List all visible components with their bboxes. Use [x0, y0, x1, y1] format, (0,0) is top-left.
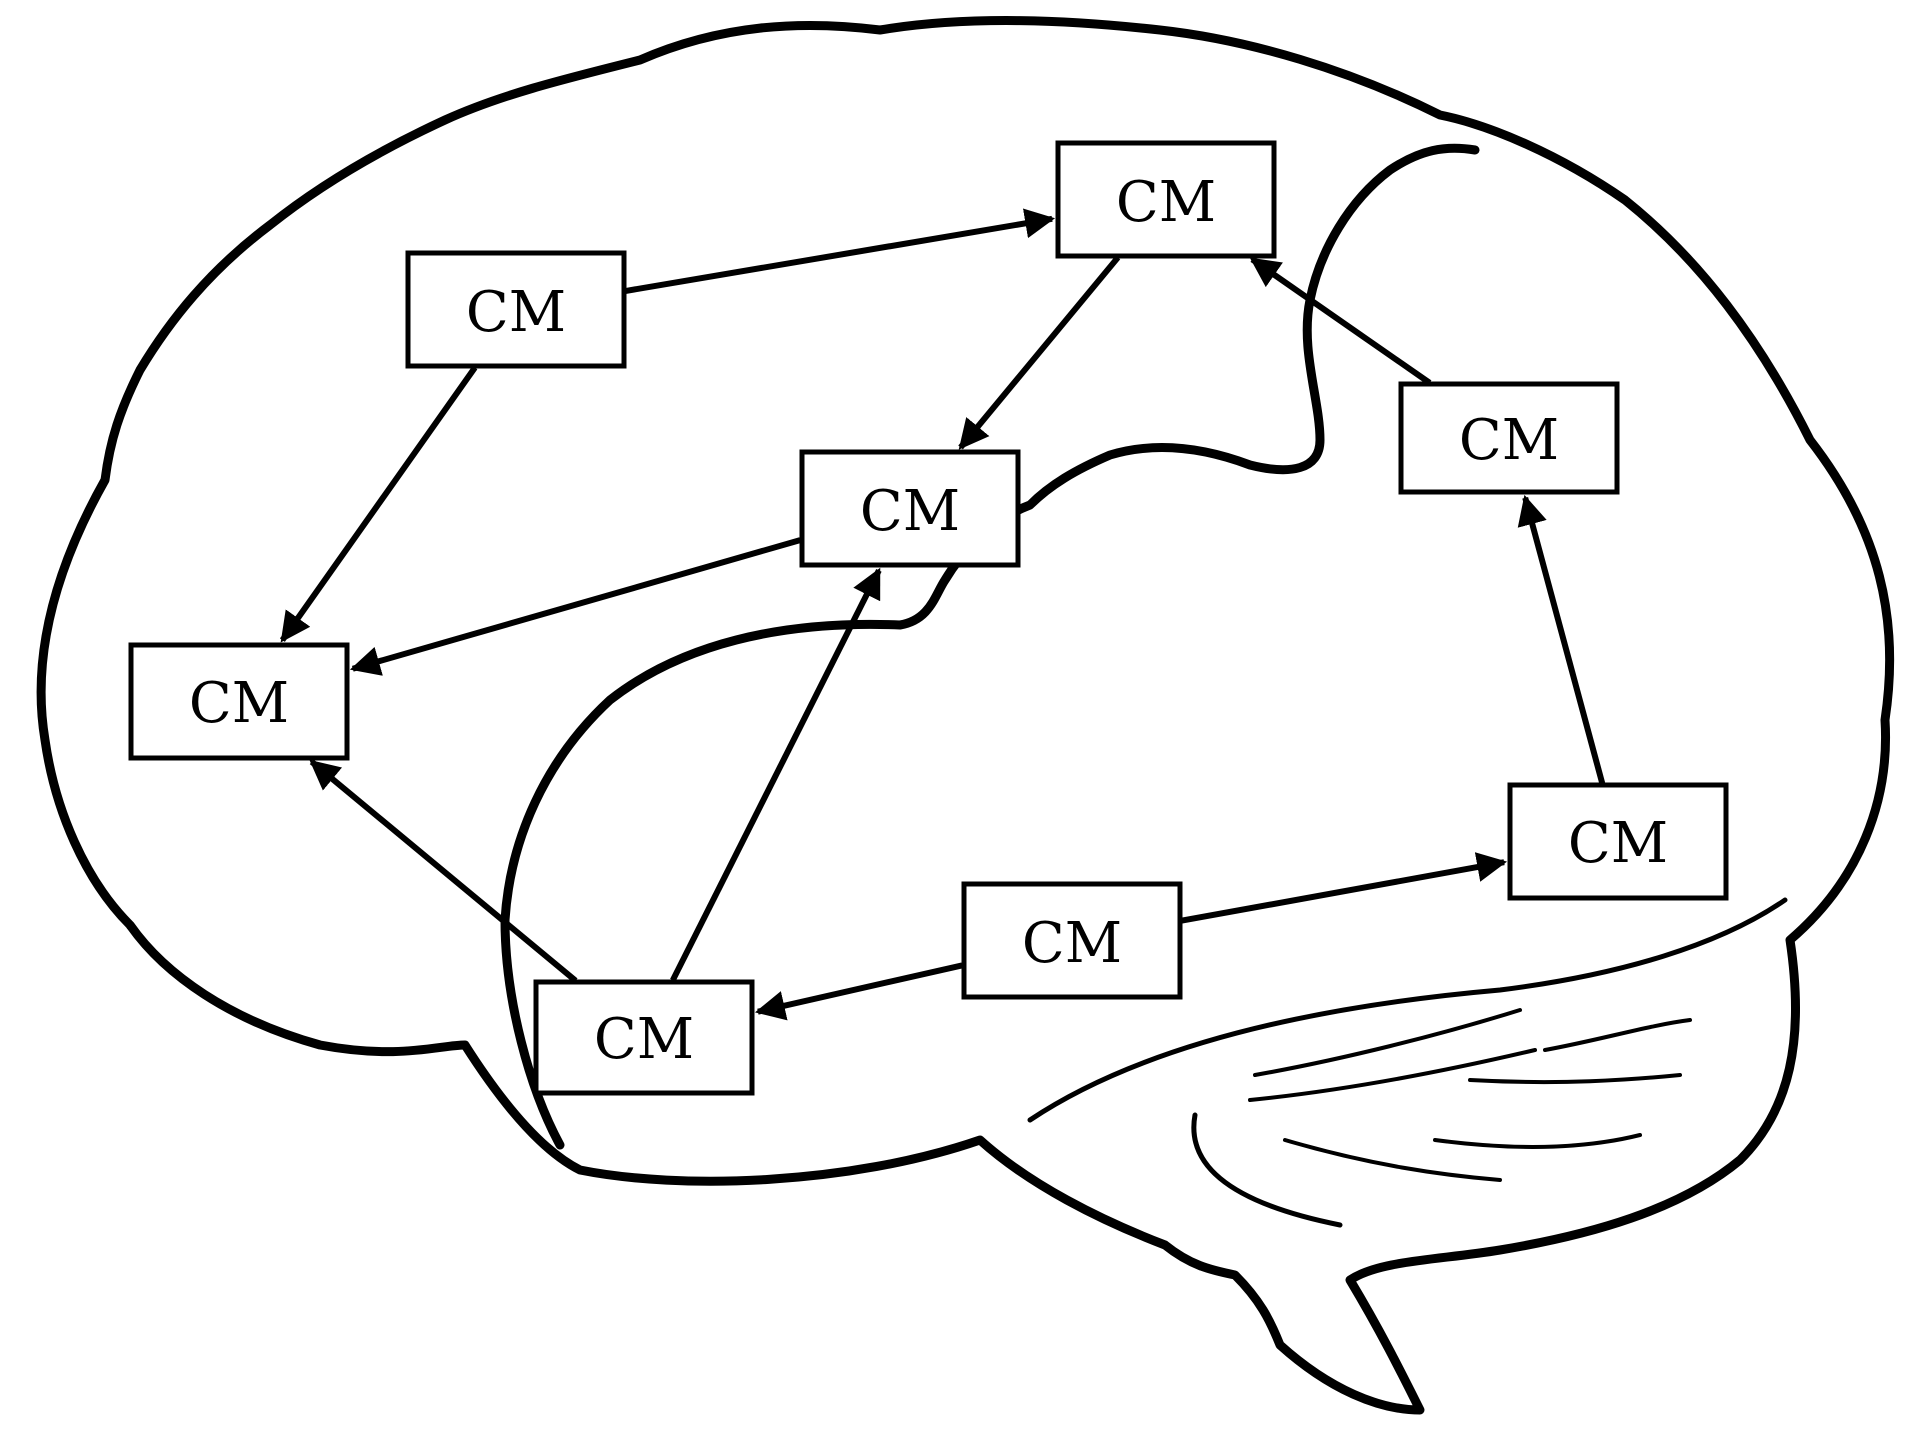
cm-node-label: CM	[594, 1007, 694, 1072]
cerebrum-outline	[36, 16, 1895, 1415]
cm-node-box	[1398, 381, 1620, 495]
edge-n2-to-n4	[958, 255, 1121, 450]
edge-n1-to-n5	[279, 365, 478, 643]
edge-n8-to-n6	[1181, 852, 1508, 924]
cm-node-box	[405, 250, 627, 369]
cm-node-box	[533, 979, 755, 1096]
cerebellum-fold-5	[1283, 1138, 1502, 1182]
cm-node-label: CM	[1116, 170, 1216, 235]
cm-node: CM	[1055, 140, 1277, 259]
edge-n8-to-n9	[754, 962, 963, 1021]
cm-node: CM	[799, 449, 1021, 568]
edge-n1-to-n2	[625, 208, 1056, 294]
edge-n3-to-n2	[1249, 256, 1432, 386]
cm-node-box	[799, 449, 1021, 568]
cm-node-box	[1507, 782, 1729, 901]
cm-node: CM	[961, 881, 1183, 1000]
cm-node-label: CM	[1568, 811, 1668, 876]
cm-node: CM	[533, 979, 755, 1096]
cerebellum-fold-4	[1468, 1073, 1682, 1085]
edges-layer	[279, 208, 1606, 1021]
cm-node: CM	[128, 642, 350, 761]
edge-n9-to-n5	[309, 759, 578, 984]
edge-n4-to-n5	[349, 537, 801, 676]
edge-n6-to-n3	[1517, 494, 1606, 784]
cm-node-label: CM	[860, 479, 960, 544]
cerebellum-fold-2	[1248, 1048, 1537, 1102]
cerebellum-inner-curve	[1191, 1112, 1343, 1228]
cm-node-box	[128, 642, 350, 761]
cm-node-label: CM	[189, 671, 289, 736]
cerebellum-upper-edge	[1027, 897, 1788, 1123]
edge-n9-to-n4	[670, 567, 882, 982]
cerebellum-fold-1	[1253, 1008, 1522, 1077]
cm-node-label: CM	[1459, 408, 1559, 473]
cm-node-label: CM	[466, 280, 566, 345]
cm-node: CM	[1398, 381, 1620, 495]
cerebellum-fold-3	[1543, 1018, 1692, 1052]
cm-node: CM	[405, 250, 627, 369]
cm-node-label: CM	[1022, 911, 1122, 976]
nodes-layer: CM CM CM CM CM CM CM CM	[128, 140, 1729, 1096]
cm-node-box	[1055, 140, 1277, 259]
cm-node: CM	[1507, 782, 1729, 901]
cm-node-box	[961, 881, 1183, 1000]
cerebellum-fold-6	[1433, 1133, 1642, 1149]
